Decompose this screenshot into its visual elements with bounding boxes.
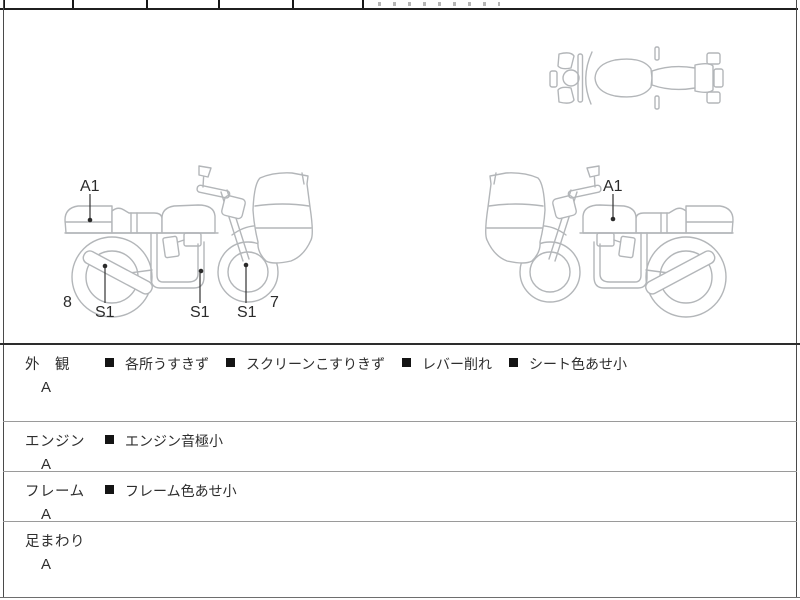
clipped-header-row bbox=[0, 0, 800, 11]
section-label: フレーム bbox=[25, 484, 85, 500]
condition-table: 外 観 A 各所うすきず スクリーンこすりきず レバー削れ シート色あせ小 エン… bbox=[3, 345, 797, 597]
item-list: エンジン音極小 bbox=[105, 430, 223, 451]
callout-label: 7 bbox=[270, 294, 279, 311]
condition-item: エンジン音極小 bbox=[105, 431, 223, 451]
section-cell: フレーム A bbox=[3, 480, 105, 523]
bullet-square-icon bbox=[509, 357, 519, 367]
table-row-frame: フレーム A フレーム色あせ小 bbox=[3, 471, 797, 523]
sheet-bottom-border bbox=[0, 597, 800, 599]
bullet-square-icon bbox=[402, 357, 412, 367]
item-list: フレーム色あせ小 bbox=[105, 480, 237, 501]
grade-value: A bbox=[41, 379, 52, 396]
section-cell: 外 観 A bbox=[3, 353, 105, 396]
motorcycle-right-side-drawing: A1 bbox=[485, 165, 734, 318]
bullet-square-icon bbox=[226, 357, 235, 367]
condition-item: シート色あせ小 bbox=[509, 354, 627, 374]
condition-item-text: シート色あせ小 bbox=[529, 356, 628, 372]
item-list: 各所うすきず スクリーンこすりきず レバー削れ シート色あせ小 bbox=[105, 353, 627, 374]
clipped-text-fragments bbox=[378, 2, 500, 6]
callout-label: S1 bbox=[190, 304, 210, 321]
callout-label: S1 bbox=[95, 304, 115, 321]
condition-item: スクリーンこすりきず bbox=[226, 354, 385, 374]
motorcycle-top-view-drawing bbox=[549, 46, 724, 110]
condition-item: フレーム色あせ小 bbox=[105, 481, 237, 501]
callout-dot bbox=[610, 216, 616, 222]
header-cell-divider bbox=[146, 0, 148, 9]
section-cell: 足まわり A bbox=[3, 530, 105, 573]
callout-dot bbox=[198, 268, 204, 274]
condition-item-text: エンジン音極小 bbox=[125, 433, 223, 449]
callout-dot bbox=[102, 263, 108, 269]
bullet-square-icon bbox=[105, 434, 114, 444]
table-top-border bbox=[0, 342, 800, 345]
table-row-undercarriage: 足まわり A bbox=[3, 521, 797, 597]
header-bottom-border bbox=[0, 8, 798, 11]
header-cell-divider bbox=[362, 0, 364, 9]
callout-dot bbox=[87, 217, 93, 223]
condition-item-text: 各所うすきず bbox=[125, 356, 209, 372]
callout-dot bbox=[243, 262, 249, 268]
section-cell: エンジン A bbox=[3, 430, 105, 473]
header-cell-divider bbox=[292, 0, 294, 9]
section-label: 足まわり bbox=[25, 534, 85, 550]
condition-item-text: フレーム色あせ小 bbox=[125, 483, 237, 499]
grade-value: A bbox=[41, 456, 52, 473]
callout-label: S1 bbox=[237, 304, 257, 321]
section-label: エンジン bbox=[25, 434, 85, 450]
bullet-square-icon bbox=[105, 484, 114, 494]
callout-label: 8 bbox=[63, 294, 72, 311]
bullet-square-icon bbox=[105, 357, 114, 367]
table-row-engine: エンジン A エンジン音極小 bbox=[3, 421, 797, 473]
grade-value: A bbox=[41, 506, 52, 523]
condition-item-text: レバー削れ bbox=[422, 356, 493, 372]
callout-label: A1 bbox=[80, 178, 100, 195]
motorcycle-left-side-drawing: A1 8 S1 S1 S1 7 bbox=[63, 165, 313, 321]
section-label: 外 観 bbox=[25, 357, 70, 373]
condition-item: レバー削れ bbox=[402, 354, 492, 374]
condition-item: 各所うすきず bbox=[105, 354, 209, 374]
sheet-left-border bbox=[3, 0, 5, 598]
grade-value: A bbox=[41, 556, 52, 573]
sheet-right-border bbox=[796, 0, 798, 598]
condition-item-text: スクリーンこすりきず bbox=[246, 356, 386, 372]
callout-label: A1 bbox=[603, 178, 623, 195]
header-cell-divider bbox=[72, 0, 74, 9]
table-row-exterior: 外 観 A 各所うすきず スクリーンこすりきず レバー削れ シート色あせ小 bbox=[3, 345, 797, 421]
header-cell-divider bbox=[218, 0, 220, 9]
